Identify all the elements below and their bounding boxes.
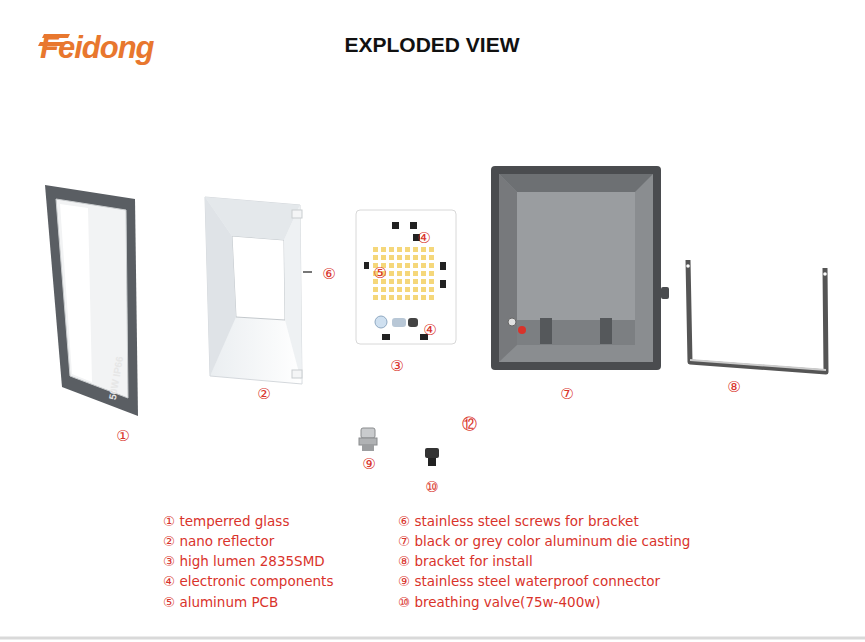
callout-number: ⑧ — [727, 378, 740, 396]
callout-number: ⑤ — [373, 264, 386, 282]
callout-number: ⑥ — [322, 265, 335, 283]
part-list-item: ③ high lumen 2835SMD — [163, 553, 325, 569]
part-list-item: ⑦ black or grey color aluminum die casti… — [398, 533, 690, 549]
diagram-title: EXPLODED VIEW — [344, 33, 519, 57]
part-list-item: ⑨ stainless steel waterproof connector — [398, 573, 660, 589]
part-list-item: ⑥ stainless steel screws for bracket — [398, 513, 639, 529]
part-list-item: ⑧ bracket for install — [398, 553, 533, 569]
die-cast-housing — [491, 166, 669, 370]
callout-number: ④ — [423, 321, 436, 339]
waterproof-connector — [359, 428, 377, 451]
callout-number: ⑩ — [425, 478, 438, 496]
aluminum-pcb — [356, 210, 456, 344]
part-list-item: ⑩ breathing valve(75w-400w) — [398, 594, 601, 610]
part-list-item: ⑤ aluminum PCB — [163, 594, 278, 610]
mounting-bracket — [686, 260, 827, 372]
callout-number: ④ — [417, 229, 430, 247]
part-list-item: ① temperred glass — [163, 513, 289, 529]
callout-number: ② — [257, 385, 270, 403]
breathing-valve — [425, 448, 439, 466]
tempered-glass — [45, 185, 138, 416]
part-list-item: ④ electronic components — [163, 573, 333, 589]
callout-number: ① — [116, 427, 129, 445]
callout-number: ⑦ — [560, 385, 573, 403]
nano-reflector — [205, 197, 312, 384]
footer-rule — [0, 637, 865, 640]
callout-number: ⑨ — [362, 455, 375, 473]
part-list-item: ② nano reflector — [163, 533, 274, 549]
callout-number: ③ — [390, 357, 403, 375]
callout-number: ⑫ — [462, 415, 477, 434]
brand-logo: Feidong — [40, 30, 154, 66]
